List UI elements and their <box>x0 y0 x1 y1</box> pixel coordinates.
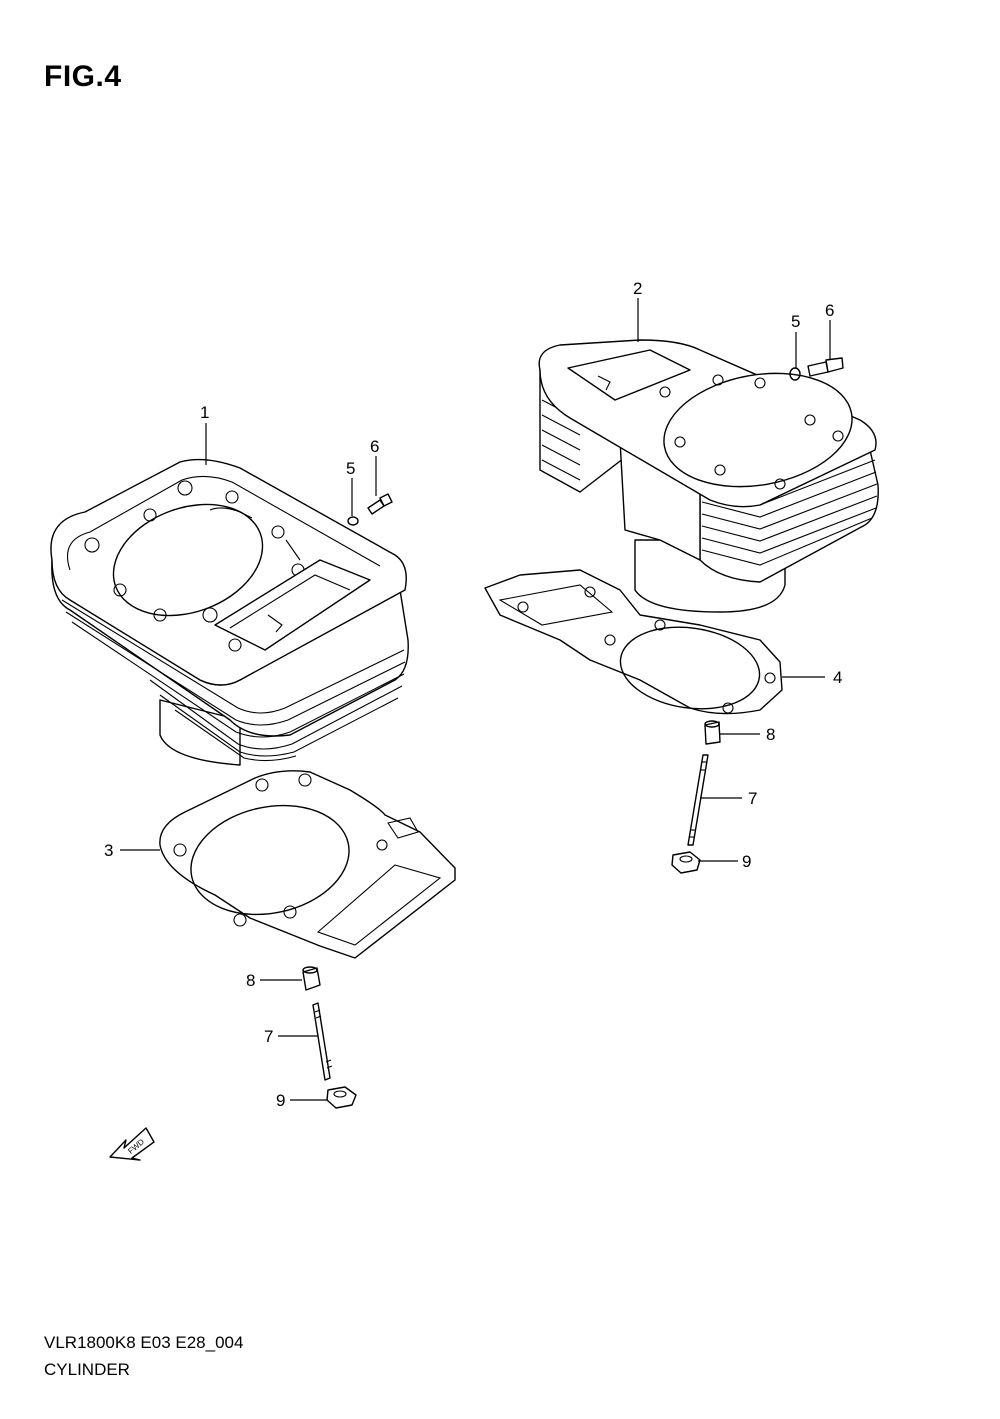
rear-stud-nut <box>671 851 701 874</box>
callout-9-rear: 9 <box>742 852 751 871</box>
rear-cylinder-gasket <box>484 569 783 715</box>
leader-lines <box>120 298 831 1101</box>
callout-8-rear: 8 <box>766 725 775 744</box>
rear-stud-bolt <box>687 754 709 846</box>
callout-6-rear: 6 <box>825 301 834 320</box>
callout-7-rear: 7 <box>748 789 757 808</box>
callout-3: 3 <box>104 841 113 860</box>
callout-4: 4 <box>833 668 842 687</box>
diagram-name: CYLINDER <box>44 1360 130 1379</box>
rear-dowel-pin <box>704 720 721 745</box>
callout-7-front: 7 <box>264 1027 273 1046</box>
front-stud-bolt <box>312 1002 333 1081</box>
rear-oil-jet-washer <box>789 367 801 381</box>
front-cylinder <box>50 458 409 766</box>
callout-5-front: 5 <box>346 459 355 478</box>
callout-2: 2 <box>633 279 642 298</box>
front-cylinder-gasket <box>159 770 456 959</box>
callout-8-front: 8 <box>246 971 255 990</box>
rear-cylinder <box>538 339 879 613</box>
callout-6-front: 6 <box>370 437 379 456</box>
rear-oil-jet-bolt <box>807 357 844 377</box>
front-oil-jet-bolt <box>367 493 393 515</box>
fwd-arrow-icon: FWD <box>109 1127 155 1161</box>
front-stud-nut <box>326 1086 357 1109</box>
front-dowel-pin <box>302 966 321 991</box>
callout-1: 1 <box>200 403 209 422</box>
front-oil-jet-washer <box>347 516 359 526</box>
callout-9-front: 9 <box>276 1091 285 1110</box>
diagram-code: VLR1800K8 E03 E28_004 <box>44 1333 244 1352</box>
callout-5-rear: 5 <box>791 312 800 331</box>
figure-title: FIG.4 <box>44 60 122 93</box>
